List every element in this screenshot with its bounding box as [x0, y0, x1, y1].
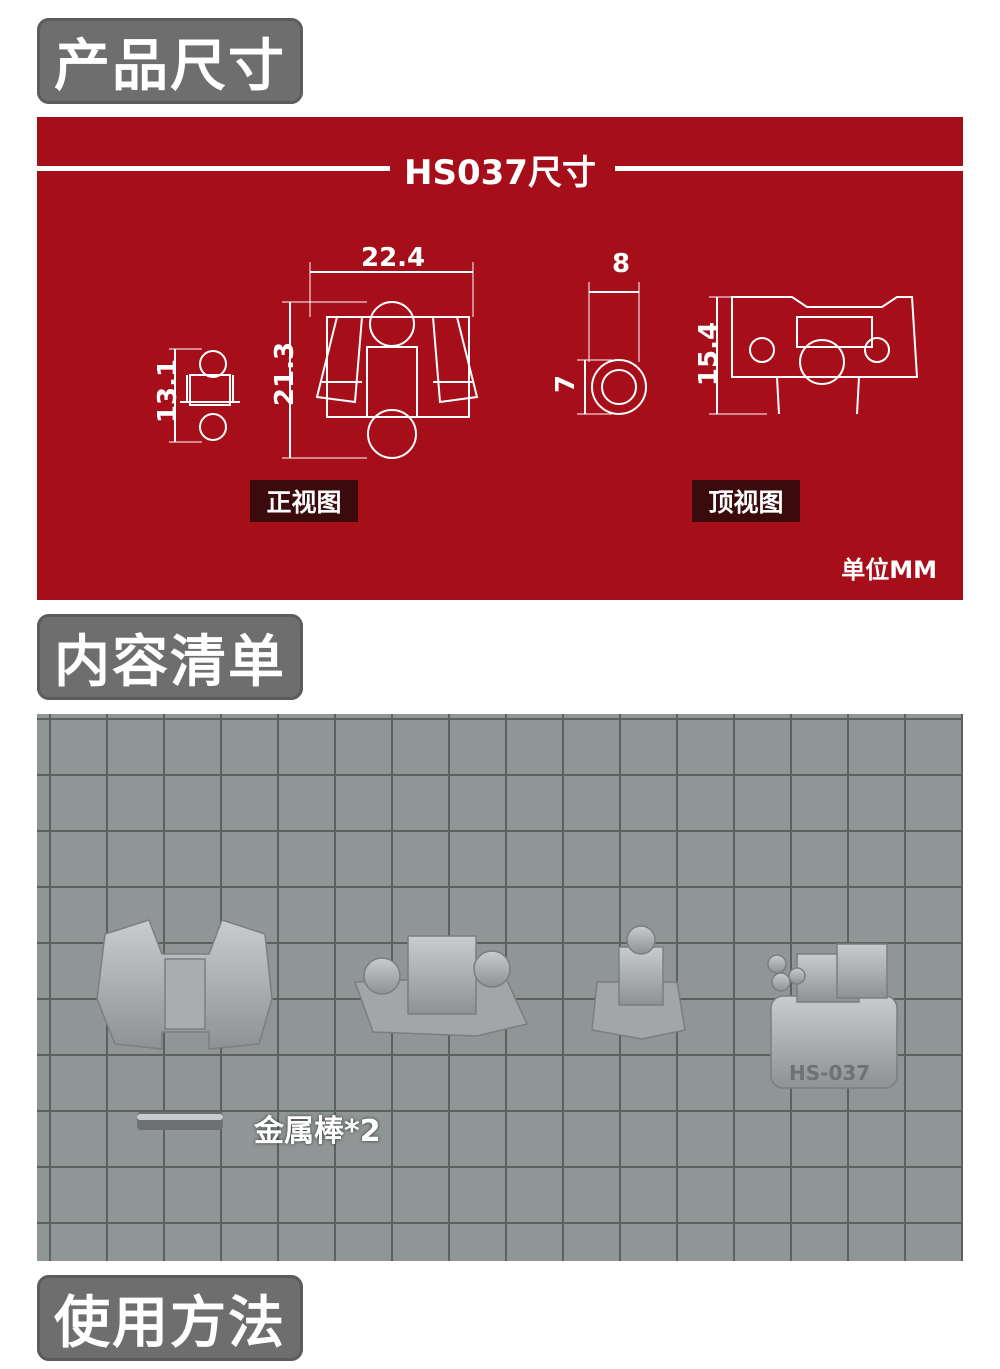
part-bracket — [96, 919, 273, 1050]
contents-section-title: 内容清单 — [37, 614, 303, 700]
front-height-label: 21.3 — [270, 341, 301, 407]
part-tower — [591, 925, 686, 1040]
metal-rod — [137, 1112, 223, 1130]
top-view-small-drawing — [577, 282, 647, 415]
front-width-label: 22.4 — [361, 243, 426, 273]
top-height-label: 15.4 — [694, 321, 725, 387]
unit-label: 单位MM — [841, 556, 937, 584]
side-view-drawing — [169, 348, 240, 443]
dimensions-panel: HS037尺寸 — [37, 117, 963, 600]
contents-section-title-text: 内容清单 — [54, 629, 286, 695]
metal-rod-label: 金属棒*2 — [254, 1114, 381, 1149]
usage-section-title-text: 使用方法 — [54, 1290, 286, 1356]
top-small-width-label: 8 — [612, 249, 631, 279]
part-nameplate — [767, 943, 898, 1089]
nameplate-text: HS-037 — [789, 1061, 871, 1085]
contents-photo: HS-037 金属棒*2 — [37, 714, 963, 1261]
parts-illustration — [96, 919, 898, 1130]
title-divider-right — [615, 166, 963, 171]
front-view-drawing — [282, 262, 479, 459]
top-view-label: 顶视图 — [692, 480, 800, 522]
top-small-height-label: 7 — [551, 374, 582, 394]
usage-section-title: 使用方法 — [37, 1275, 303, 1361]
size-section-title: 产品尺寸 — [37, 18, 303, 104]
technical-drawings — [169, 262, 919, 459]
title-divider-left — [37, 166, 407, 171]
part-block — [353, 935, 529, 1037]
dimensions-title: HS037尺寸 — [37, 145, 963, 194]
top-view-large-drawing — [709, 296, 919, 415]
front-view-label: 正视图 — [250, 480, 358, 522]
side-height-label: 13.1 — [153, 358, 184, 424]
size-section-title-text: 产品尺寸 — [54, 33, 286, 99]
